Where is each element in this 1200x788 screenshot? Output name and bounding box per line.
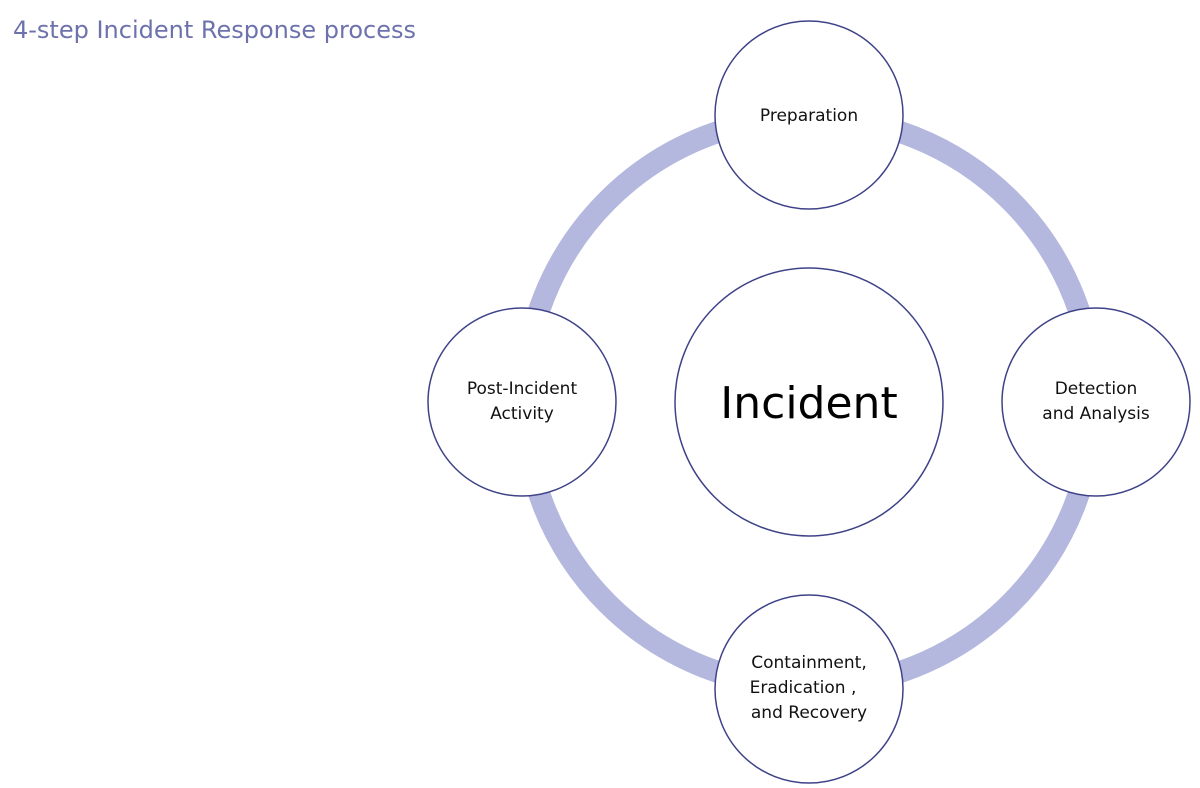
step-label-preparation-line-1: Preparation xyxy=(760,106,858,126)
center-node-label: Incident xyxy=(720,378,897,429)
step-node-detection-circle xyxy=(1001,307,1191,497)
step-node-containment-circle xyxy=(714,594,904,784)
step-label-post-incident-line-2: Activity xyxy=(490,404,554,424)
center-node-circle xyxy=(674,267,944,537)
step-label-containment-line-1: Containment, xyxy=(751,653,867,673)
step-node-preparation: Preparation xyxy=(714,20,904,210)
step-label-detection-line-1: Detection xyxy=(1055,379,1138,399)
step-label-detection-line-2: and Analysis xyxy=(1042,404,1150,424)
step-node-preparation-circle xyxy=(714,20,904,210)
step-node-detection-and-analysis: Detection and Analysis xyxy=(1001,307,1191,497)
center-node: Incident xyxy=(674,267,944,537)
step-label-post-incident-line-1: Post-Incident xyxy=(467,379,578,399)
diagram-title: 4-step Incident Response process xyxy=(13,16,416,44)
step-label-containment-line-3: and Recovery xyxy=(751,703,867,723)
step-node-containment-eradication-recovery: Containment, Eradication , and Recovery xyxy=(714,594,904,784)
step-node-post-incident-circle xyxy=(427,307,617,497)
step-label-containment-line-2: Eradication , xyxy=(750,678,857,698)
step-node-post-incident-activity: Post-Incident Activity xyxy=(427,307,617,497)
